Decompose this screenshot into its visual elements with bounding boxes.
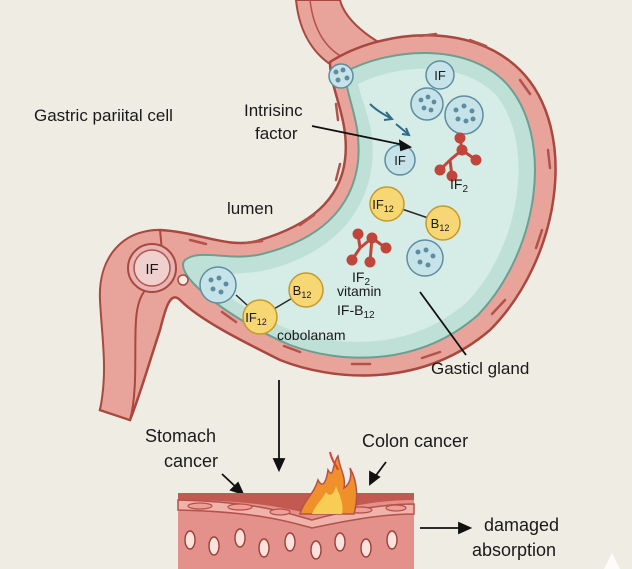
if2-top-label: IF bbox=[450, 176, 462, 192]
svg-text:IF2: IF2 bbox=[352, 269, 370, 288]
svg-text:IF-B12: IF-B12 bbox=[337, 302, 375, 321]
if-node-mid: IF bbox=[384, 144, 416, 176]
if-b12-sub: 12 bbox=[363, 310, 375, 321]
flow-arrows bbox=[369, 103, 411, 137]
b12-b-main: B bbox=[293, 283, 302, 298]
leader-lines bbox=[221, 125, 473, 535]
svg-text:B12: B12 bbox=[293, 283, 312, 300]
if-node-top-label: IF bbox=[434, 68, 446, 83]
svg-text:IF2: IF2 bbox=[450, 176, 468, 195]
if2-top-sub: 2 bbox=[462, 184, 468, 195]
intrinsic-factor-label-2: factor bbox=[255, 124, 298, 143]
vesicle-cluster-mid bbox=[406, 239, 444, 277]
b12-node-b: B12 bbox=[288, 272, 324, 308]
vesicle-cluster-top-left bbox=[328, 63, 354, 89]
if12-a-sub: 12 bbox=[384, 204, 394, 214]
stomach-lumen bbox=[210, 68, 519, 342]
if2-mid-sub: 2 bbox=[364, 277, 370, 288]
damaged-label-1: damaged bbox=[484, 515, 559, 535]
svg-text:IF12: IF12 bbox=[245, 310, 267, 327]
damaged-label-2: absorption bbox=[472, 540, 556, 560]
molecule-top bbox=[434, 132, 482, 182]
b12-a-sub: 12 bbox=[439, 223, 449, 233]
if12-b-main: IF bbox=[245, 310, 257, 325]
b12-node-a: B12 bbox=[425, 205, 461, 241]
if-node-top: IF bbox=[425, 60, 455, 90]
stomach-cancer-label-1: Stomach bbox=[145, 426, 216, 446]
b12-b-sub: 12 bbox=[301, 290, 311, 300]
corner-sparkle-icon bbox=[604, 553, 620, 569]
intestinal-tissue bbox=[177, 493, 415, 569]
svg-text:B12: B12 bbox=[431, 216, 450, 233]
gland-label: Gasticl gland bbox=[431, 359, 529, 378]
vesicle-cluster-upper bbox=[410, 87, 444, 121]
intrinsic-factor-label-1: Intrisinc bbox=[244, 101, 303, 120]
pit-if-label: IF bbox=[145, 261, 158, 278]
vesicle-cluster-right bbox=[444, 95, 484, 135]
stomach-cancer-label-2: cancer bbox=[164, 451, 218, 471]
vesicle-cluster-left bbox=[199, 266, 237, 304]
b12-a-main: B bbox=[431, 216, 440, 231]
parietal-pit-if: IF bbox=[127, 243, 189, 293]
svg-text:IF12: IF12 bbox=[372, 197, 394, 214]
wall-texture bbox=[188, 32, 552, 366]
lumen-label: lumen bbox=[227, 199, 273, 218]
vitamin-label: vitamin bbox=[337, 283, 381, 299]
if-node-mid-label: IF bbox=[394, 153, 406, 168]
if12-a-main: IF bbox=[372, 197, 384, 212]
if12-node-a: IF12 bbox=[369, 186, 405, 222]
colon-cancer-label: Colon cancer bbox=[362, 431, 468, 451]
lesion-flame bbox=[299, 451, 358, 515]
cobolanam-label: cobolanam bbox=[277, 327, 346, 343]
if2-mid-label: IF bbox=[352, 269, 364, 285]
if-b12-main: IF-B bbox=[337, 302, 363, 318]
parietal-cell-label: Gastric pariital cell bbox=[34, 106, 173, 125]
molecule-mid bbox=[346, 228, 392, 268]
if12-b-sub: 12 bbox=[257, 317, 267, 327]
if12-node-b: IF12 bbox=[242, 299, 278, 335]
